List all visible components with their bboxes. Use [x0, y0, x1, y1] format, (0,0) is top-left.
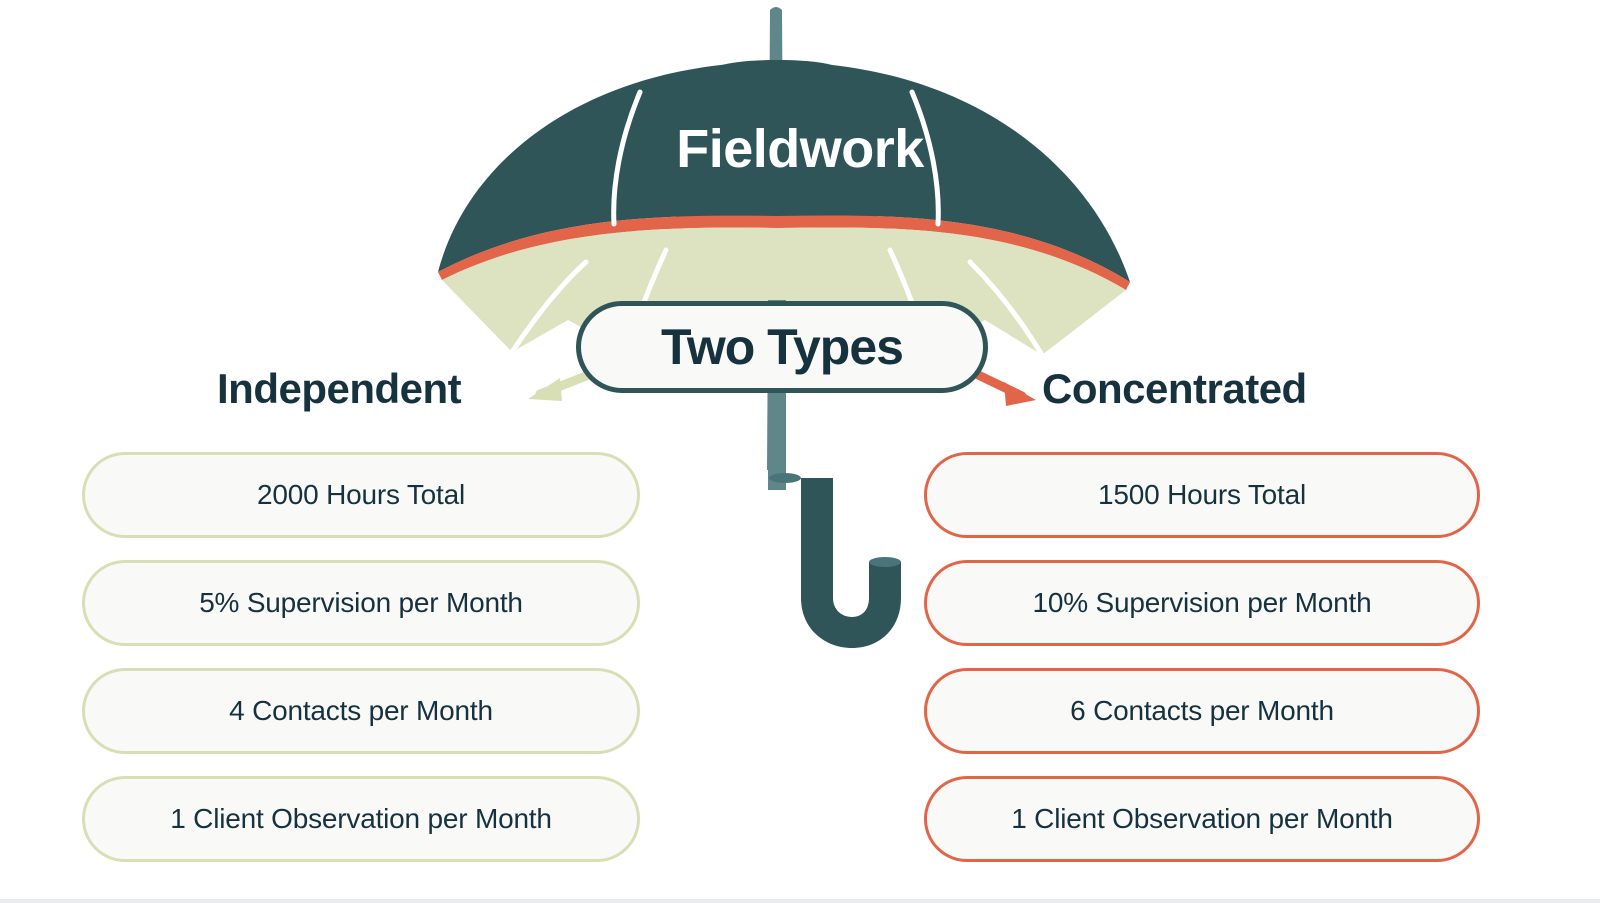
column-concentrated: Concentrated 1500 Hours Total 10% Superv… — [924, 368, 1484, 884]
list-item[interactable]: 10% Supervision per Month — [924, 560, 1480, 646]
column-heading-concentrated: Concentrated — [1042, 365, 1307, 412]
handle-joint — [769, 473, 801, 483]
two-types-badge[interactable]: Two Types — [576, 301, 988, 393]
column-heading-independent: Independent — [217, 365, 462, 412]
two-types-label: Two Types — [661, 319, 904, 375]
umbrella-handle — [769, 478, 901, 648]
umbrella-shaft-upper — [767, 7, 785, 470]
list-item[interactable]: 6 Contacts per Month — [924, 668, 1480, 754]
canopy-rim-stripe — [438, 215, 1130, 290]
list-item[interactable]: 1 Client Observation per Month — [924, 776, 1480, 862]
umbrella-tip-accent — [766, 61, 788, 71]
list-item[interactable]: 1500 Hours Total — [924, 452, 1480, 538]
column-independent: Independent 2000 Hours Total 5% Supervis… — [82, 368, 642, 884]
list-item[interactable]: 2000 Hours Total — [82, 452, 640, 538]
list-item[interactable]: 1 Client Observation per Month — [82, 776, 640, 862]
bottom-divider — [0, 899, 1600, 903]
canopy-title: Fieldwork — [676, 119, 924, 179]
canopy-rib — [509, 259, 589, 355]
list-item[interactable]: 4 Contacts per Month — [82, 668, 640, 754]
list-item[interactable]: 5% Supervision per Month — [82, 560, 640, 646]
handle-cap — [869, 557, 901, 567]
